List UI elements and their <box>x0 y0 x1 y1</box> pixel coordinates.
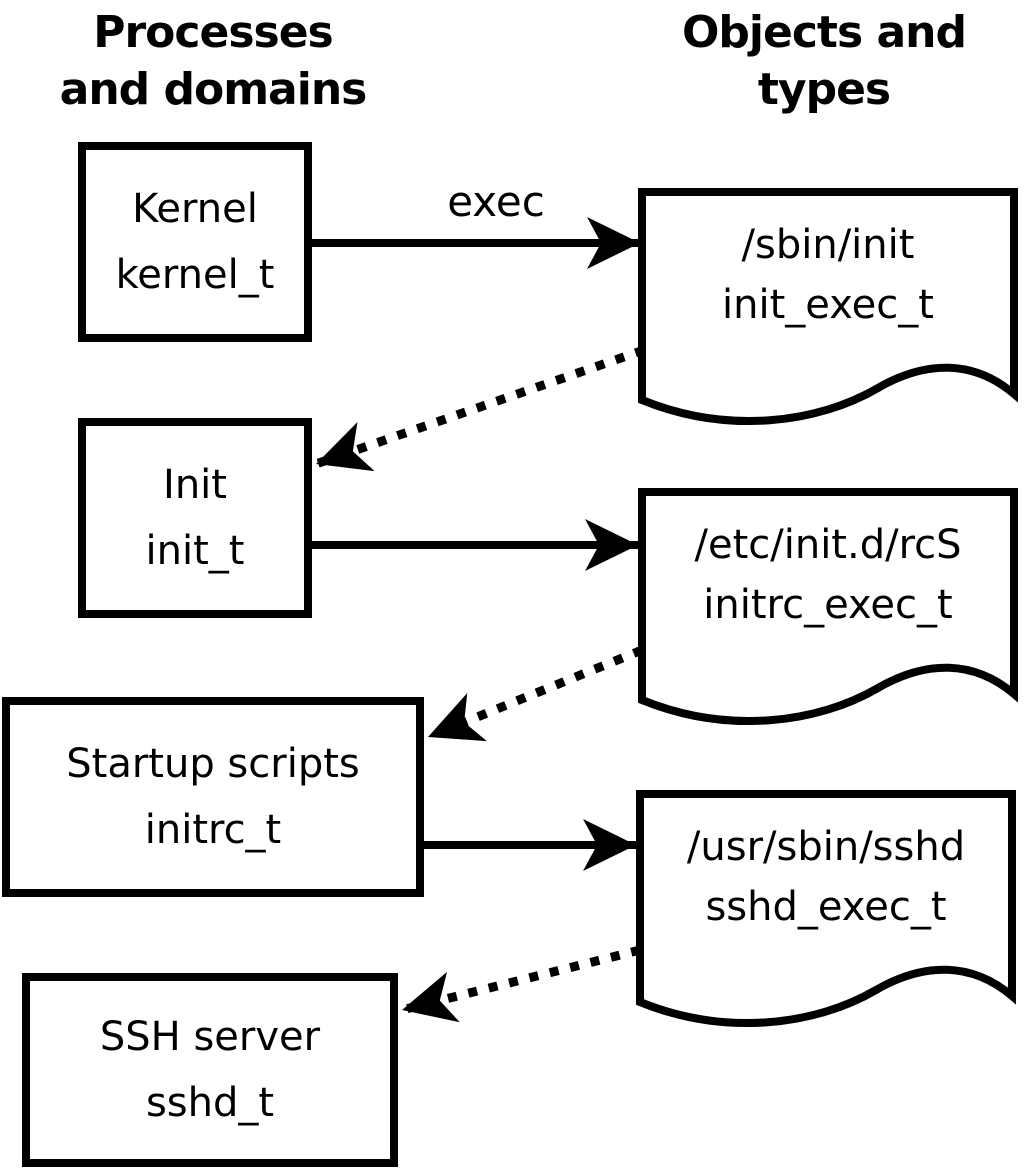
object-label-sbin-init: /sbin/init init_exec_t <box>638 215 1018 335</box>
process-box-init: Init init_t <box>78 418 312 618</box>
object-type: sshd_exec_t <box>705 884 947 930</box>
header-processes-and-domains: Processes and domains <box>59 7 368 115</box>
process-domain: initrc_t <box>144 807 282 853</box>
transition-arrow-rcs-to-initrc <box>426 645 644 742</box>
object-path: /etc/init.d/rcS <box>694 522 962 568</box>
object-label-usr-sbin-sshd: /usr/sbin/sshd sshd_exec_t <box>636 817 1016 937</box>
document-shape-etc-initd-rcs <box>638 488 1018 725</box>
process-domain: sshd_t <box>145 1080 275 1126</box>
process-box-kernel: Kernel kernel_t <box>78 142 312 342</box>
exec-arrow-label: exec <box>447 177 545 226</box>
transition-arrow-sbin-init-to-init <box>314 345 646 472</box>
process-name: Init <box>163 462 227 508</box>
document-shape-usr-sbin-sshd <box>636 790 1016 1027</box>
transition-arrow-sshd-exec-to-sshd <box>400 945 642 1023</box>
process-name: Startup scripts <box>66 741 360 787</box>
header-objects-and-types: Objects and types <box>682 7 967 115</box>
process-box-ssh-server: SSH server sshd_t <box>22 973 398 1167</box>
process-domain: init_t <box>145 528 245 574</box>
object-type: init_exec_t <box>722 282 934 328</box>
object-path: /sbin/init <box>741 222 915 268</box>
document-shape-sbin-init <box>638 188 1018 425</box>
process-name: Kernel <box>132 186 258 232</box>
process-box-startup-scripts: Startup scripts initrc_t <box>2 697 424 897</box>
object-label-etc-initd-rcs: /etc/init.d/rcS initrc_exec_t <box>638 515 1018 635</box>
object-path: /usr/sbin/sshd <box>686 824 966 870</box>
process-domain: kernel_t <box>115 252 275 298</box>
process-name: SSH server <box>99 1014 321 1060</box>
object-type: initrc_exec_t <box>703 582 953 628</box>
